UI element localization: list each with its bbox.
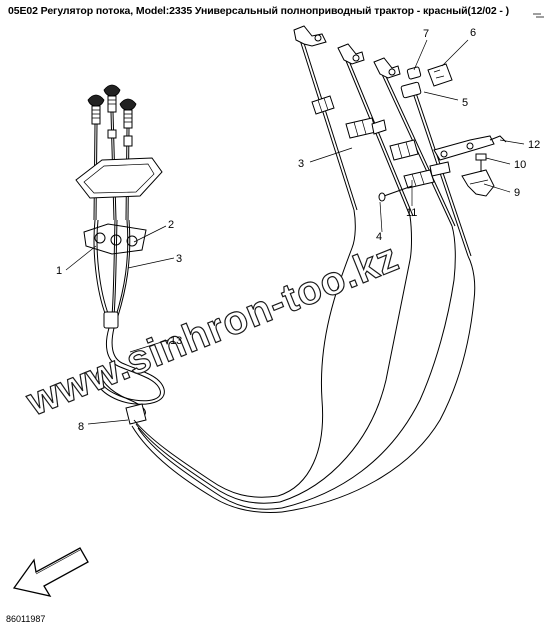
lever-boot-plate <box>75 157 163 199</box>
callout-7: 7 <box>423 28 429 40</box>
bundle-clamp <box>103 311 119 329</box>
callout-6: 6 <box>470 27 476 39</box>
callout-4: 4 <box>376 231 382 243</box>
diagram-title: 05E02 Регулятор потока, Model:2335 Униве… <box>8 5 510 17</box>
watermark: www.sinhron-too.kz <box>20 235 405 425</box>
front-direction-arrow-icon <box>12 547 89 597</box>
pin-4 <box>378 185 413 202</box>
callout-1: 1 <box>56 265 62 277</box>
control-rod-1 <box>299 39 355 211</box>
callout-12: 12 <box>528 139 540 151</box>
bolt-10 <box>475 153 487 172</box>
mid-fittings <box>311 95 451 189</box>
callout-2: 2 <box>168 219 174 231</box>
control-rod-2 <box>343 55 411 217</box>
callout-3-right: 3 <box>298 158 304 170</box>
callout-9: 9 <box>514 187 520 199</box>
lever-knob-right <box>119 98 137 129</box>
callout-5: 5 <box>462 97 468 109</box>
lever-knob-mid <box>103 84 121 113</box>
cable-clamp <box>125 403 147 425</box>
bracket-9 <box>461 169 495 197</box>
callout-13: 13 <box>170 335 182 347</box>
corner-mark <box>533 13 544 18</box>
yoke-cluster <box>400 63 453 99</box>
lever-assembly <box>75 84 163 329</box>
drawing-number: 86011987 <box>6 614 46 624</box>
linkage-12 <box>433 135 507 161</box>
lever-knob-left <box>87 94 105 125</box>
callout-8: 8 <box>78 421 84 433</box>
cable-bundle <box>95 327 283 513</box>
callout-11: 11 <box>406 207 417 219</box>
end-fittings <box>293 25 401 79</box>
callout-10: 10 <box>514 159 526 171</box>
callout-leaders <box>65 39 525 425</box>
callout-3-left: 3 <box>176 253 182 265</box>
